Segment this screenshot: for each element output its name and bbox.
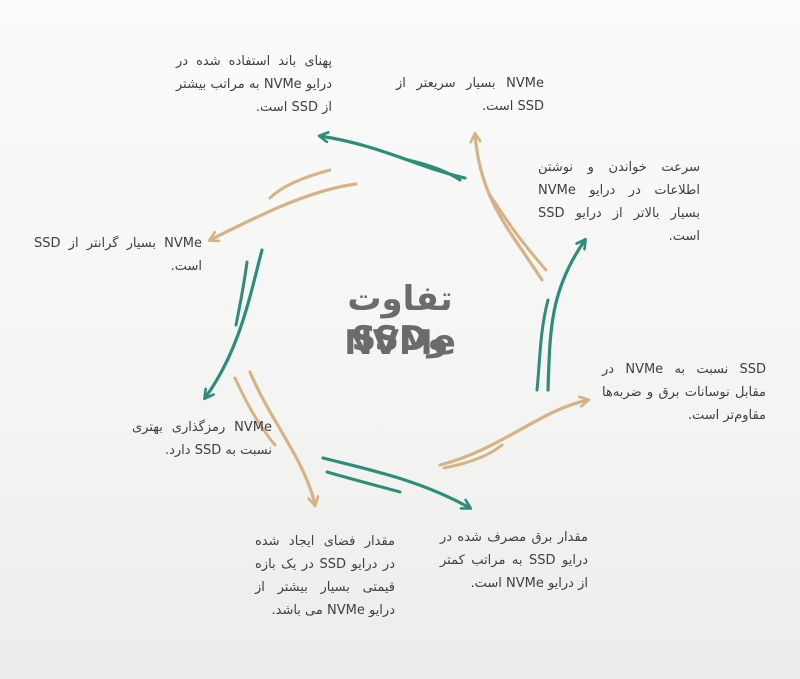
note-encryption: NVMe رمزگذاری بهتری نسبت به SSD دارد. xyxy=(132,420,272,458)
stroke-teal-left-2 xyxy=(234,260,249,327)
stroke-teal-topleft-2 xyxy=(406,158,462,182)
note-price: NVMe بسیار گرانتر از SSD است. xyxy=(34,236,202,274)
arrow-tan-right xyxy=(438,400,588,467)
arrow-teal-bottom xyxy=(321,456,470,508)
stroke-tan-right-2 xyxy=(442,443,504,470)
note-bandwidth: پهنای باند استفاده شده در درایو NVMe به … xyxy=(176,54,332,115)
arrow-teal-right xyxy=(546,240,585,392)
note-capacity: مقدار فضای ایجاد شده در درایو SSD در یک … xyxy=(255,534,395,618)
diagram-title-line2: NVMe xyxy=(344,323,456,363)
arrow-teal-left xyxy=(205,248,264,398)
stroke-tan-topleft-2 xyxy=(268,168,332,200)
note-power-consumption: مقدار برق مصرف شده در درایو SSD به مراتب… xyxy=(440,530,588,591)
stroke-tan-bottomleft-2 xyxy=(233,376,277,447)
note-speed: NVMe بسیار سریعتر از SSD است. xyxy=(396,76,544,114)
arrow-tan-top xyxy=(475,134,544,282)
note-durability: SSD نسبت به NVMe در مقابل نوسانات برق و … xyxy=(602,362,767,423)
stroke-tan-top-2 xyxy=(488,193,548,272)
note-read-write-speed: سرعت خواندن و نوشتن اطلاعات در درایو NVM… xyxy=(538,160,700,244)
stroke-teal-bottom-2 xyxy=(325,470,402,494)
stroke-teal-right-2 xyxy=(535,298,550,392)
diagram-title-line1: تفاوت SSDو xyxy=(347,279,453,359)
arrow-tan-topleft xyxy=(210,182,358,240)
arrow-tan-bottomleft xyxy=(248,370,315,505)
